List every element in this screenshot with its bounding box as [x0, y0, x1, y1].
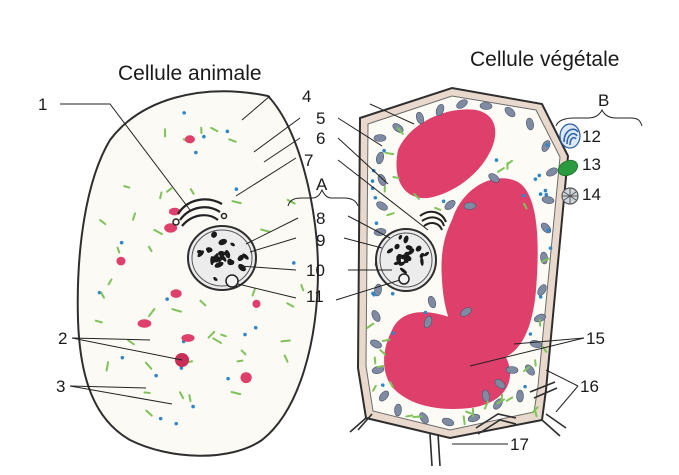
label-12: 12 — [582, 127, 601, 146]
ribosome — [182, 111, 186, 115]
small-vacuole — [171, 289, 182, 298]
ribosome — [495, 158, 499, 162]
ribosome-icon — [562, 188, 578, 204]
label-14: 14 — [582, 185, 601, 204]
animal-nucleus — [188, 226, 256, 290]
ribosome — [424, 311, 428, 315]
ribosome — [534, 177, 538, 181]
ribosome — [373, 196, 377, 200]
ribosome — [442, 199, 446, 203]
mitochondrion — [160, 193, 161, 199]
ribosome — [381, 383, 385, 387]
ribosome — [226, 377, 230, 381]
label-17: 17 — [510, 435, 529, 454]
ribosome — [226, 130, 230, 134]
ribosome — [292, 261, 296, 265]
mitochondrion — [124, 186, 129, 187]
ribosome — [191, 405, 195, 409]
label-15: 15 — [586, 329, 605, 348]
ribosome — [372, 293, 376, 297]
ribosome — [546, 228, 550, 232]
plant-nucleolus — [399, 274, 409, 284]
label-1: 1 — [38, 95, 47, 114]
ribosome — [539, 295, 543, 299]
chloroplast — [374, 135, 386, 142]
ribosome — [235, 187, 239, 191]
label-11: 11 — [306, 287, 324, 306]
label-2: 2 — [58, 329, 67, 348]
label-8: 8 — [316, 209, 325, 228]
mitochondrion — [375, 357, 376, 363]
animal-nucleolus — [226, 275, 238, 287]
ribosome — [529, 332, 533, 336]
mitochondrion — [414, 417, 422, 418]
mitochondrion — [221, 335, 226, 336]
small-vacuole — [116, 257, 125, 266]
ribosome — [371, 179, 375, 183]
label-7: 7 — [304, 151, 313, 170]
ribosome — [391, 292, 395, 296]
ribosome — [523, 385, 527, 389]
label-4: 4 — [302, 87, 311, 106]
ribosome — [120, 241, 124, 245]
animal-cell — [78, 91, 318, 455]
title-plant-cell: Cellule végétale — [470, 48, 619, 71]
plant-nucleus — [376, 229, 436, 291]
label-5: 5 — [316, 109, 325, 128]
small-vacuole — [181, 334, 194, 342]
label-16: 16 — [580, 377, 599, 396]
ribosome — [202, 135, 206, 139]
mitochondrion — [144, 392, 149, 393]
title-animal-cell: Cellule animale — [118, 62, 262, 85]
ribosome — [243, 333, 247, 337]
mitochondrion — [237, 361, 242, 362]
mitochondrion — [393, 177, 398, 178]
small-vacuole — [252, 300, 260, 308]
golgi-icon — [560, 124, 580, 148]
small-vacuole — [138, 319, 152, 328]
ribosome — [549, 246, 553, 250]
ribosome — [159, 417, 163, 421]
label-13: 13 — [582, 155, 601, 174]
letter-b: B — [598, 91, 609, 110]
ribosome — [165, 297, 169, 301]
ribosome — [522, 194, 526, 198]
ribosome — [174, 422, 178, 426]
letter-a: A — [316, 175, 328, 194]
mitochondrion — [386, 153, 394, 154]
ribosome — [545, 143, 549, 147]
mitochondrion — [281, 340, 289, 341]
plant-cell — [350, 88, 568, 466]
ribosome — [254, 326, 258, 330]
label-9: 9 — [316, 231, 325, 250]
small-vacuole — [185, 135, 195, 143]
ribosome — [539, 192, 543, 196]
ribosome — [391, 331, 395, 335]
mitochondrion — [406, 415, 412, 416]
chloroplast — [516, 390, 523, 402]
label-6: 6 — [316, 129, 325, 148]
chloroplast — [464, 202, 476, 209]
chromatin-granule — [220, 253, 224, 259]
ribosome — [544, 189, 548, 193]
mitochondrion — [464, 416, 465, 424]
small-vacuole — [240, 372, 251, 383]
label-10: 10 — [306, 261, 325, 280]
label-3: 3 — [56, 377, 65, 396]
mitochondrion — [189, 395, 190, 401]
mitochondrion — [107, 362, 108, 370]
ribosome — [194, 151, 198, 155]
ribosome — [375, 221, 379, 225]
mitochondrion — [378, 366, 383, 367]
ribosome — [121, 356, 125, 360]
ribosome — [154, 374, 158, 378]
ribosome — [544, 193, 548, 197]
mitochondrion — [535, 360, 536, 365]
ribosome — [537, 174, 541, 178]
